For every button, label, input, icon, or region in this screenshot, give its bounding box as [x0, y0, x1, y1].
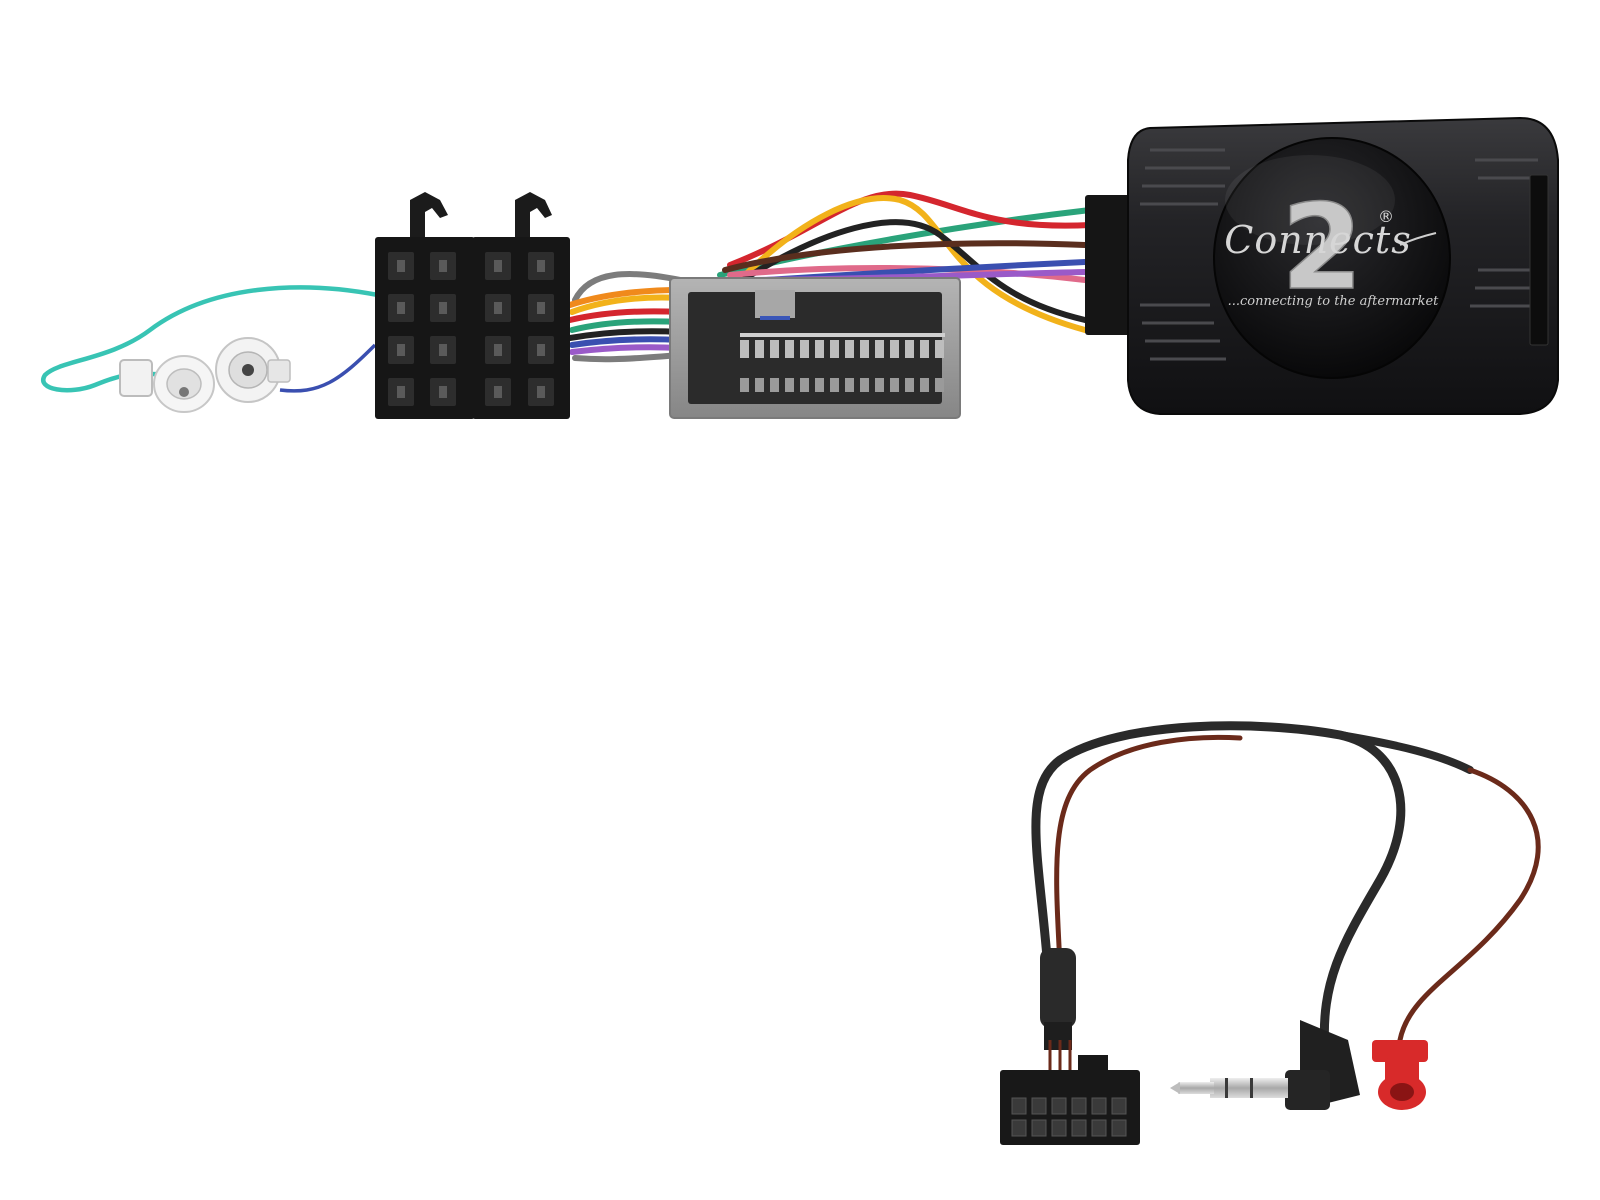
vehicle-pin-grid [740, 333, 945, 392]
brand-tagline: ...connecting to the aftermarket [1228, 294, 1440, 309]
iso-pin [537, 302, 545, 314]
iso-connector [375, 192, 570, 419]
vehicle-pin [845, 378, 854, 392]
antenna-plug-left [119, 355, 215, 413]
vehicle-pin [740, 340, 749, 358]
audio-jack [1170, 1020, 1360, 1110]
iso-pin [397, 344, 405, 356]
iso-pin [494, 344, 502, 356]
vehicle-pin [785, 340, 794, 358]
vehicle-pin [860, 378, 869, 392]
vehicle-pin [830, 378, 839, 392]
iso-pin [537, 260, 545, 272]
stalk-pin [1071, 1097, 1087, 1115]
iso-pin [397, 260, 405, 272]
vehicle-pin [905, 340, 914, 358]
vehicle-pin [935, 378, 944, 392]
antenna-wire-loop [41, 285, 379, 393]
iso-pin [494, 260, 502, 272]
vehicle-pin [755, 340, 764, 358]
vehicle-pin [770, 340, 779, 358]
stalk-pin [1031, 1119, 1047, 1137]
vehicle-connector [669, 277, 961, 419]
stalk-pin [1091, 1097, 1107, 1115]
vehicle-pin [815, 340, 824, 358]
vehicle-latch-bar [740, 333, 945, 337]
wire-yellow [737, 195, 1088, 333]
vehicle-pin [905, 378, 914, 392]
vehicle-pin [920, 340, 929, 358]
vehicle-pin [800, 340, 809, 358]
wordmark-swoosh [1399, 232, 1437, 246]
vehicle-pin [770, 378, 779, 392]
vehicle-pin [860, 340, 869, 358]
vehicle-pin [830, 340, 839, 358]
iso-pin [439, 260, 447, 272]
stalk-pin [1111, 1119, 1127, 1137]
wire-black [732, 219, 1088, 323]
brand-wordmark: Connects [1224, 218, 1411, 262]
iso-pin [397, 302, 405, 314]
antenna-wire-blue [279, 343, 377, 393]
stalk-pin [1091, 1119, 1107, 1137]
module-connector-stub [1085, 195, 1130, 335]
iso-pin [439, 386, 447, 398]
bullet-connector [1372, 1040, 1428, 1110]
vehicle-pin [920, 378, 929, 392]
iso-pin [439, 344, 447, 356]
vehicle-pin [785, 378, 794, 392]
vehicle-pin [740, 378, 749, 392]
stalk-lead [1031, 721, 1541, 1055]
wire-bundle-iso [567, 271, 683, 363]
iso-pin [439, 302, 447, 314]
vehicle-pin [935, 340, 944, 358]
vehicle-pin [815, 378, 824, 392]
stalk-pin [1051, 1119, 1067, 1137]
stalk-pin [1011, 1097, 1027, 1115]
iso-pin [494, 302, 502, 314]
vehicle-pin [890, 340, 899, 358]
vehicle-pin [800, 378, 809, 392]
wire-brown [722, 240, 1088, 273]
vehicle-pin [890, 378, 899, 392]
stalk-pin [1011, 1119, 1027, 1137]
stalk-pin [1051, 1097, 1067, 1115]
heat-shrink-sleeve [1040, 948, 1076, 1028]
iso-pin [494, 386, 502, 398]
iso-pin [537, 386, 545, 398]
iso-pin-grid [388, 252, 554, 406]
control-module: 2 Connects ® ...connecting to the afterm… [1127, 116, 1559, 415]
antenna-plug-right [215, 337, 291, 403]
brand-numeral: 2 [1281, 178, 1363, 316]
vehicle-pin [875, 340, 884, 358]
iso-pin [397, 386, 405, 398]
vehicle-pin [755, 378, 764, 392]
stalk-pin [1071, 1119, 1087, 1137]
stalk-pin-grid [1011, 1097, 1127, 1137]
stalk-pin [1031, 1097, 1047, 1115]
vehicle-pin [845, 340, 854, 358]
iso-pin [537, 344, 545, 356]
vehicle-pin [875, 378, 884, 392]
registered-mark: ® [1378, 207, 1394, 226]
stalk-connector [1000, 1055, 1140, 1145]
stalk-pin [1111, 1097, 1127, 1115]
